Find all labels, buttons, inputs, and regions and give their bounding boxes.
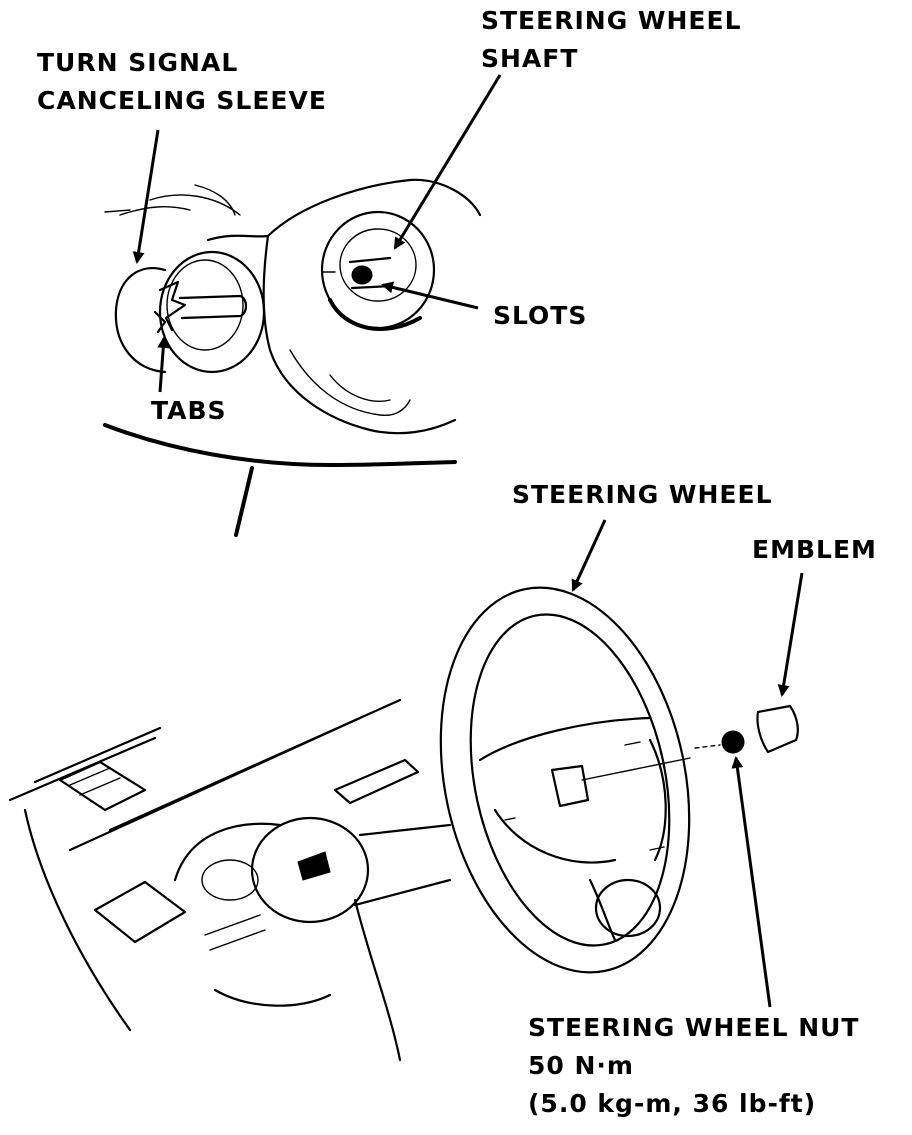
lower-square (93, 880, 187, 944)
column-top-line-2 (119, 206, 191, 216)
sleeve-left-edge (114, 267, 167, 374)
arrow-steering-wheel-nut (731, 756, 772, 1008)
wheel-boss-line (581, 757, 691, 781)
cluster-hood (173, 822, 282, 882)
column-shroud-lines (353, 823, 452, 907)
label-shaft-line1: STEERING WHEEL (481, 6, 742, 35)
wheel-spoke-bottom (588, 878, 617, 942)
column-top-line (149, 194, 241, 216)
vent-box (58, 760, 147, 812)
label-turn-signal-line1: TURN SIGNAL (37, 48, 239, 77)
nut-dashed-line (694, 744, 721, 749)
arrow-slots (381, 281, 479, 310)
column-stalk (234, 466, 254, 537)
cluster-gauge (201, 859, 259, 901)
sleeve-inner-ring (166, 259, 244, 351)
cluster-lines (204, 914, 266, 951)
column-curve (194, 184, 236, 216)
sleeve-tab-arm (178, 294, 248, 320)
column-detail-illustration (103, 178, 482, 537)
column-shaft-end (297, 851, 331, 881)
shaft-lower-arc (328, 298, 422, 331)
sleeve-tabs-jagged-2 (153, 310, 167, 334)
label-nut-line3: (5.0 kg-m, 36 lb-ft) (528, 1089, 817, 1118)
vent-slats (69, 767, 121, 796)
dash-left-curve (23, 808, 132, 1032)
hood-inner-curve-2 (329, 374, 391, 402)
wheel-spoke-top (478, 716, 652, 762)
wheel-center-boss (550, 764, 590, 808)
label-shaft-line2: SHAFT (481, 44, 579, 73)
column-lower-line (353, 898, 402, 1062)
sleeve-tabs-jagged (158, 280, 187, 332)
shaft-inner-ring (339, 228, 417, 302)
sleeve-face (158, 250, 266, 374)
arrow-steering-wheel (571, 519, 607, 592)
column-top-tick (104, 209, 131, 213)
label-nut-line1: STEERING WHEEL NUT (528, 1013, 860, 1042)
wheel-rim-outer (439, 586, 691, 974)
arrow-tabs (157, 336, 170, 393)
label-turn-signal-line2: CANCELING SLEEVE (37, 86, 327, 115)
arrow-emblem (777, 572, 804, 697)
steering-wheel-illustration (439, 586, 691, 974)
dash-rail-2 (33, 726, 162, 784)
label-emblem: EMBLEM (752, 535, 877, 564)
steering-wheel-nut-shape (721, 730, 745, 754)
wheel-spoke-mid (493, 808, 617, 864)
wheel-hub-lower (594, 878, 662, 938)
dash-hood-top (266, 178, 482, 238)
hood-inner-curve (289, 349, 411, 417)
wheel-details (504, 741, 665, 851)
label-tabs: TABS (151, 396, 227, 425)
dashboard-illustration (8, 698, 452, 1062)
arrow-steering-wheel-shaft (393, 74, 502, 250)
right-vent (333, 758, 420, 805)
dash-lower-curve (103, 423, 457, 468)
cluster-lower (213, 988, 332, 1007)
wheel-hub-right (648, 738, 667, 862)
shaft-center (351, 265, 373, 285)
label-nut-line2: 50 N·m (528, 1051, 634, 1080)
column-upper-edge (206, 234, 270, 242)
dash-rail-4 (108, 698, 402, 832)
emblem-shape (756, 704, 799, 754)
wheel-rim-inner (469, 613, 671, 947)
label-steering-wheel: STEERING WHEEL (512, 480, 773, 509)
column-housing (250, 816, 370, 924)
dash-hood-side (262, 234, 457, 435)
arrow-turn-signal-sleeve (132, 129, 160, 264)
label-slots: SLOTS (493, 301, 588, 330)
